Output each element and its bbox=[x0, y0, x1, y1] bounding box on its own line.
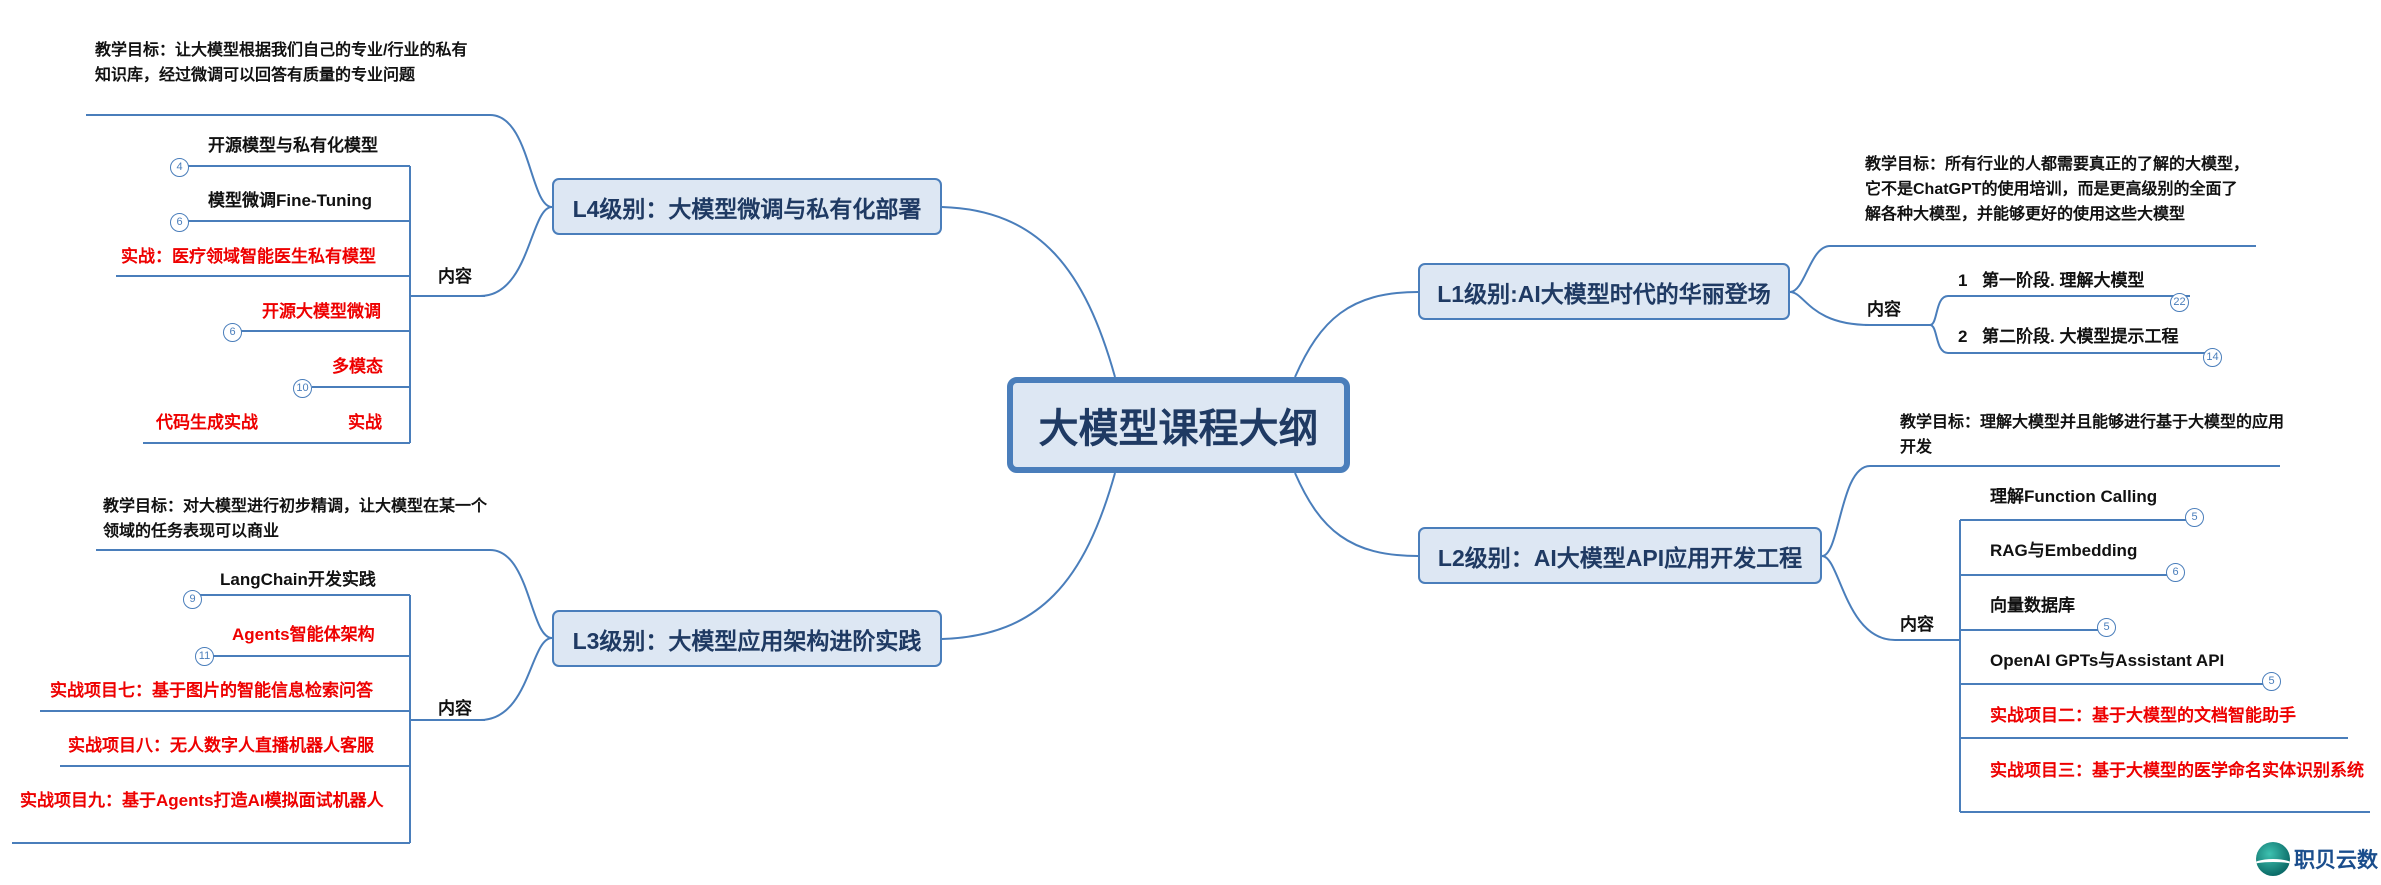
l1-item-1-index: 1 bbox=[1958, 271, 1968, 290]
l4-item-2-count-badge[interactable]: 6 bbox=[170, 213, 189, 232]
l1-goal: 教学目标：所有行业的人都需要真正的了解的大模型，它不是ChatGPT的使用培训，… bbox=[1865, 156, 2250, 223]
l4-item-4-count-badge[interactable]: 6 bbox=[223, 323, 242, 342]
globe-logo-icon bbox=[2256, 842, 2290, 876]
l1-item-2-index: 2 bbox=[1958, 327, 1968, 346]
l1-item-2[interactable]: 第二阶段. 大模型提示工程 bbox=[1982, 327, 2179, 346]
l3-item-2-count-badge[interactable]: 11 bbox=[195, 647, 214, 666]
l3-content-label[interactable]: 内容 bbox=[438, 699, 472, 718]
l2-item-2[interactable]: RAG与Embedding bbox=[1990, 541, 2138, 560]
branch-l4[interactable]: L4级别：大模型微调与私有化部署 bbox=[552, 178, 942, 235]
l2-item-3[interactable]: 向量数据库 bbox=[1990, 596, 2075, 615]
branch-l2[interactable]: L2级别：AI大模型API应用开发工程 bbox=[1418, 527, 1822, 584]
l4-item-5[interactable]: 多模态 bbox=[332, 357, 383, 376]
l3-item-2[interactable]: Agents智能体架构 bbox=[232, 625, 375, 644]
branch-l1[interactable]: L1级别:AI大模型时代的华丽登场 bbox=[1418, 263, 1790, 320]
l2-item-6[interactable]: 实战项目三：基于大模型的医学命名实体识别系统 bbox=[1990, 761, 2364, 780]
branch-l3[interactable]: L3级别：大模型应用架构进阶实践 bbox=[552, 610, 942, 667]
l4-item-6-child[interactable]: 代码生成实战 bbox=[156, 413, 258, 432]
l4-item-1-count-badge[interactable]: 4 bbox=[170, 158, 189, 177]
l3-item-1[interactable]: LangChain开发实践 bbox=[220, 570, 376, 589]
l3-item-4[interactable]: 实战项目八：无人数字人直播机器人客服 bbox=[68, 736, 374, 755]
l4-item-2[interactable]: 模型微调Fine-Tuning bbox=[208, 191, 372, 210]
l2-item-1[interactable]: 理解Function Calling bbox=[1990, 487, 2158, 506]
l1-item-1[interactable]: 第一阶段. 理解大模型 bbox=[1982, 271, 2145, 290]
l4-item-4[interactable]: 开源大模型微调 bbox=[262, 302, 381, 321]
l2-content-label[interactable]: 内容 bbox=[1900, 615, 1934, 634]
l1-content-label[interactable]: 内容 bbox=[1867, 300, 1901, 319]
central-topic[interactable]: 大模型课程大纲 bbox=[1007, 377, 1350, 473]
l3-item-5[interactable]: 实战项目九：基于Agents打造AI模拟面试机器人 bbox=[20, 791, 384, 810]
l2-item-4[interactable]: OpenAI GPTs与Assistant API bbox=[1990, 651, 2225, 670]
l2-item-4-count-badge[interactable]: 5 bbox=[2262, 672, 2281, 691]
l4-goal: 教学目标：让大模型根据我们自己的专业/行业的私有知识库，经过微调可以回答有质量的… bbox=[95, 42, 468, 84]
l2-item-5[interactable]: 实战项目二：基于大模型的文档智能助手 bbox=[1990, 706, 2296, 725]
l4-item-1[interactable]: 开源模型与私有化模型 bbox=[208, 136, 378, 155]
l4-item-3[interactable]: 实战：医疗领域智能医生私有模型 bbox=[121, 247, 376, 266]
l1-item-2-count-badge[interactable]: 14 bbox=[2203, 348, 2222, 367]
l4-content-label[interactable]: 内容 bbox=[438, 267, 472, 286]
l1-item-1-count-badge[interactable]: 22 bbox=[2170, 293, 2189, 312]
brand-name: 职贝云数 bbox=[2294, 849, 2378, 872]
l3-item-3[interactable]: 实战项目七：基于图片的智能信息检索问答 bbox=[50, 681, 373, 700]
l3-item-1-count-badge[interactable]: 9 bbox=[183, 590, 202, 609]
l2-item-2-count-badge[interactable]: 6 bbox=[2166, 563, 2185, 582]
brand-logo: 职贝云数 bbox=[2256, 842, 2378, 876]
l4-item-5-count-badge[interactable]: 10 bbox=[293, 379, 312, 398]
l2-goal: 教学目标：理解大模型并且能够进行基于大模型的应用开发 bbox=[1900, 414, 2285, 456]
l2-item-3-count-badge[interactable]: 5 bbox=[2097, 618, 2116, 637]
l4-item-6[interactable]: 实战 bbox=[348, 413, 382, 432]
l3-goal: 教学目标：对大模型进行初步精调，让大模型在某一个领域的任务表现可以商业 bbox=[103, 498, 488, 540]
l2-item-1-count-badge[interactable]: 5 bbox=[2185, 508, 2204, 527]
